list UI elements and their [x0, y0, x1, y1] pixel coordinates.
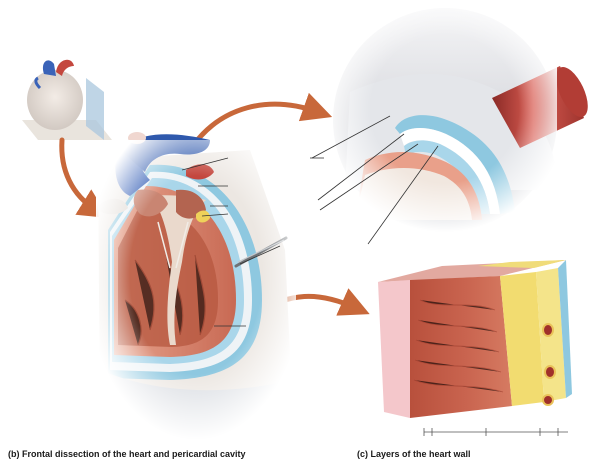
pericardium-closeup — [333, 8, 588, 232]
label-line — [367, 145, 439, 245]
thumbnail-heart — [22, 59, 112, 140]
arrow-dissection-to-pericardium — [187, 92, 333, 153]
label-line — [239, 245, 281, 265]
arrow-thumbnail-to-dissection — [59, 137, 109, 218]
frontal-dissection — [96, 132, 296, 440]
label-line — [181, 157, 229, 171]
label-line — [311, 115, 391, 159]
label-lines — [181, 115, 439, 327]
frontal-dissection-caption: (b) Frontal dissection of the heart and … — [8, 449, 246, 459]
label-line — [317, 133, 405, 201]
label-line — [319, 143, 419, 211]
heart-wall-layers-caption: (c) Layers of the heart wall — [357, 449, 471, 459]
label-line — [201, 213, 229, 217]
heart-wall-block — [378, 260, 572, 418]
layer-bracket — [423, 428, 568, 436]
